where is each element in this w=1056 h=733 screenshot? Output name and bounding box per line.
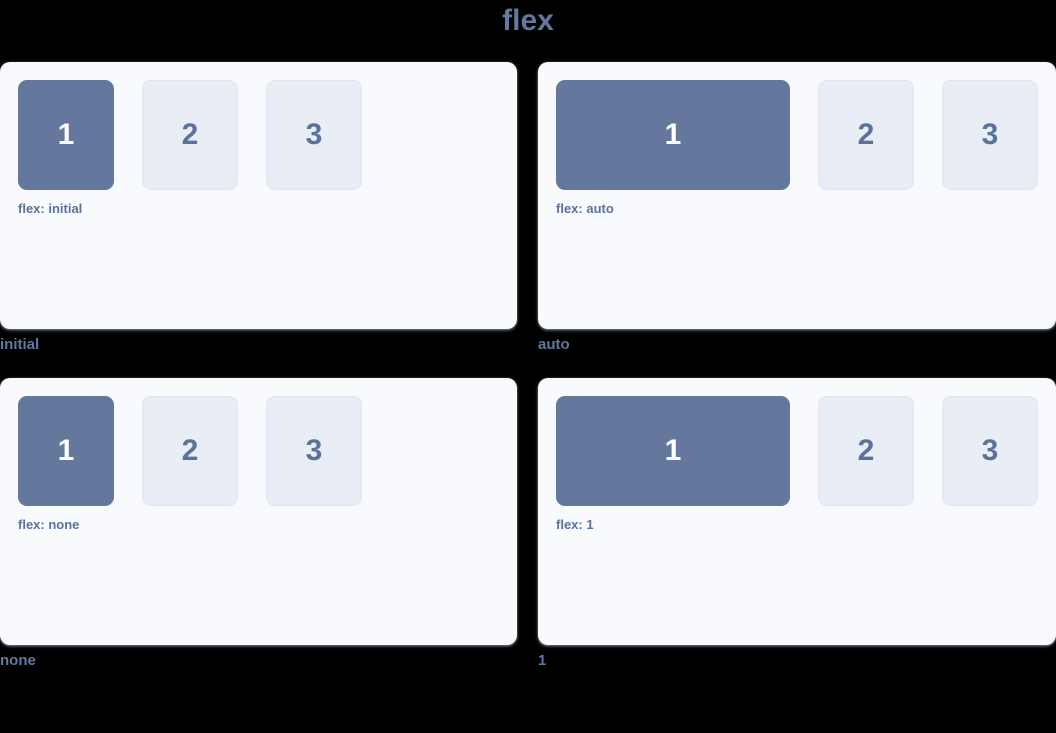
flex-item-3[interactable]: 3 xyxy=(942,80,1038,190)
flex-property-note: flex: none xyxy=(18,517,80,532)
flex-item-label: 1 xyxy=(57,118,75,151)
flex-item-label: 1 xyxy=(664,434,682,467)
flex-container-none: 1 2 3 xyxy=(18,396,499,506)
demo-caption-one: 1 xyxy=(538,652,547,669)
demo-cell-none: 1 2 3 flex: none none xyxy=(0,378,528,694)
flex-property-note: flex: auto xyxy=(556,201,614,216)
flex-property-note: flex: initial xyxy=(18,201,83,216)
flex-item-label: 2 xyxy=(857,118,875,151)
flex-item-2[interactable]: 2 xyxy=(142,80,238,190)
flex-item-label: 1 xyxy=(664,118,682,151)
flex-item-3[interactable]: 3 xyxy=(266,80,362,190)
flex-item-label: 2 xyxy=(181,434,199,467)
flex-item-3[interactable]: 3 xyxy=(942,396,1038,506)
flex-container-initial: 1 2 3 xyxy=(18,80,499,190)
flex-item-2[interactable]: 2 xyxy=(818,396,914,506)
flex-item-2[interactable]: 2 xyxy=(142,396,238,506)
demo-panel-auto: 1 2 3 flex: auto xyxy=(538,62,1056,329)
flex-item-label: 3 xyxy=(305,118,323,151)
demo-panel-none: 1 2 3 flex: none xyxy=(0,378,517,645)
flex-item-label: 1 xyxy=(57,434,75,467)
flex-item-label: 2 xyxy=(857,434,875,467)
flex-item-1[interactable]: 1 xyxy=(18,80,114,190)
demo-caption-initial: initial xyxy=(0,336,40,353)
flex-item-1[interactable]: 1 xyxy=(556,80,790,190)
flex-item-3[interactable]: 3 xyxy=(266,396,362,506)
flex-container-auto: 1 2 3 xyxy=(556,80,1038,190)
demo-panel-one: 1 2 3 flex: 1 xyxy=(538,378,1056,645)
page-title: flex xyxy=(502,4,554,37)
demo-cell-auto: 1 2 3 flex: auto auto xyxy=(528,62,1056,378)
demo-cell-initial: 1 2 3 flex: initial initial xyxy=(0,62,528,378)
flex-item-1[interactable]: 1 xyxy=(18,396,114,506)
demo-cell-one: 1 2 3 flex: 1 1 xyxy=(528,378,1056,694)
flex-item-label: 3 xyxy=(305,434,323,467)
flex-item-2[interactable]: 2 xyxy=(818,80,914,190)
flex-property-note: flex: 1 xyxy=(556,517,594,532)
flex-demo-grid: 1 2 3 flex: initial initial 1 2 xyxy=(0,62,1056,694)
demo-caption-auto: auto xyxy=(538,336,570,353)
flex-item-1[interactable]: 1 xyxy=(556,396,790,506)
flex-container-one: 1 2 3 xyxy=(556,396,1038,506)
flex-item-label: 3 xyxy=(981,118,999,151)
demo-caption-none: none xyxy=(0,652,36,669)
flex-item-label: 2 xyxy=(181,118,199,151)
flex-item-label: 3 xyxy=(981,434,999,467)
demo-panel-initial: 1 2 3 flex: initial xyxy=(0,62,517,329)
